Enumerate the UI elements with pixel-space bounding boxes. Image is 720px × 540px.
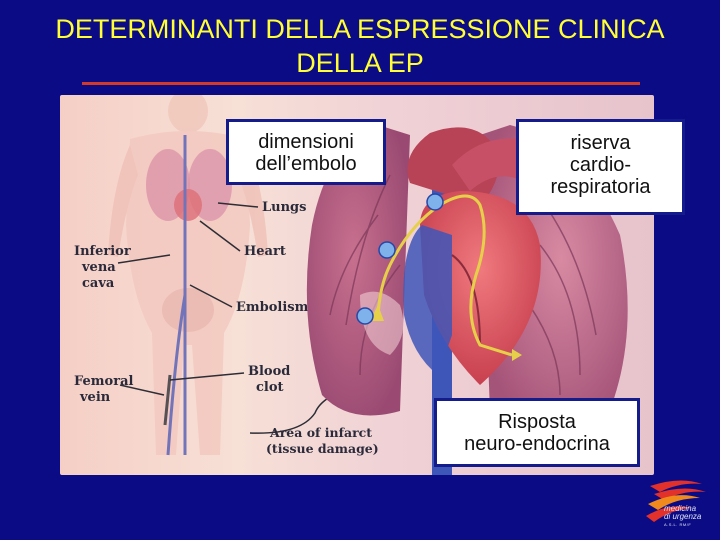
body-silhouette — [108, 95, 268, 456]
label-blood-clot-2: clot — [256, 380, 284, 395]
label-embolism: Embolism — [236, 300, 309, 315]
callout-neuroendocrine-response: Risposta neuro-endocrina — [434, 398, 640, 467]
title-line-2: DELLA EP — [296, 48, 424, 78]
callout-embolus-size: dimensioni dell’embolo — [226, 119, 386, 185]
title-line-1: DETERMINANTI DELLA ESPRESSIONE CLINICA — [55, 14, 665, 44]
label-inferior-vena-cava-1: Inferior — [74, 244, 131, 259]
label-area-of-infarct-2: (tissue damage) — [266, 441, 379, 456]
callout-reserve-line-3: respiratoria — [550, 176, 651, 198]
callout-response-line-1: Risposta — [498, 411, 576, 433]
marker-dot-3 — [356, 307, 374, 325]
callout-embolus-line-2: dell’embolo — [255, 153, 357, 175]
logo-line-1: medicina — [664, 504, 697, 513]
callout-reserve-line-1: riserva — [570, 132, 631, 154]
infarct-area — [360, 291, 404, 355]
callout-cardiorespiratory-reserve: riserva cardio- respiratoria — [516, 119, 685, 215]
marker-dot-1 — [426, 193, 444, 211]
label-area-of-infarct-1: Area of infarct — [269, 425, 372, 440]
label-heart: Heart — [244, 244, 286, 259]
label-blood-clot-1: Blood — [248, 364, 290, 379]
logo-line-3: A.S.L. RM/F — [664, 522, 692, 527]
slide-title: DETERMINANTI DELLA ESPRESSIONE CLINICA D… — [0, 12, 720, 80]
callout-embolus-line-1: dimensioni — [258, 131, 354, 153]
logo-text: medicina di urgenza A.S.L. RM/F — [664, 505, 716, 529]
label-inferior-vena-cava-3: cava — [82, 276, 115, 291]
callout-reserve-line-2: cardio- — [569, 154, 632, 176]
marker-dot-2 — [378, 241, 396, 259]
label-inferior-vena-cava-2: vena — [81, 260, 116, 275]
label-femoral-vein-1: Femoral — [74, 374, 133, 389]
title-underline — [82, 82, 640, 85]
medicina-urgenza-logo-icon — [646, 480, 706, 522]
callout-response-line-2: neuro-endocrina — [464, 433, 610, 455]
label-lungs: Lungs — [262, 200, 306, 215]
logo-line-2: di urgenza — [664, 512, 702, 521]
label-femoral-vein-2: vein — [79, 390, 111, 405]
